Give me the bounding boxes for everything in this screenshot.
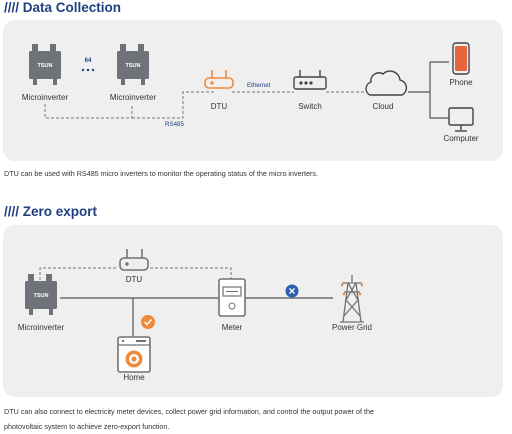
label-switch: Switch <box>298 102 322 111</box>
ellipsis-dots <box>81 68 95 72</box>
zero-export-caption-line-2: photovoltaic system to achieve zero-expo… <box>4 422 170 431</box>
label-ethernet: Ethernet <box>247 82 271 89</box>
label-meter: Meter <box>221 323 243 332</box>
home-appliance-icon <box>117 336 151 373</box>
power-grid-tower-icon <box>340 275 364 323</box>
meter-icon <box>218 278 246 317</box>
cloud-distribution-lines <box>408 61 449 119</box>
inverter-brand-text: TSUN <box>34 293 49 299</box>
data-collection-caption: DTU can be used with RS485 micro inverte… <box>4 169 318 178</box>
dtu-icon <box>119 249 149 271</box>
section-title-data-collection: //// Data Collection <box>4 0 121 15</box>
microinverter-icon <box>25 274 57 315</box>
power-line-markers <box>340 283 364 296</box>
label-computer: Computer <box>443 134 479 143</box>
inverter-brand-text: TSUN <box>38 63 53 69</box>
zero-export-panel <box>3 225 503 397</box>
label-cloud: Cloud <box>372 102 394 111</box>
dtu-icon <box>204 70 234 89</box>
data-collection-panel <box>3 20 503 161</box>
power-lines <box>60 297 333 337</box>
label-home: Home <box>123 373 145 382</box>
microinverter-icon <box>29 44 61 85</box>
label-rs485: RS485 <box>165 121 184 128</box>
zero-export-caption-line-1: DTU can also connect to electricity mete… <box>4 407 374 416</box>
switch-icon <box>293 70 327 90</box>
label-microinverter-1: Microinverter <box>21 93 69 102</box>
data-collection-diagram: TSUN TSUN 64 <box>29 42 474 132</box>
section-title-text: Zero export <box>22 204 98 219</box>
section-prefix: //// <box>4 0 20 15</box>
section-title-text: Data Collection <box>22 0 122 15</box>
computer-icon <box>448 107 474 132</box>
label-microinverter-2: Microinverter <box>109 93 157 102</box>
phone-icon <box>452 42 470 75</box>
cross-icon <box>285 284 299 298</box>
label-phone: Phone <box>449 78 473 87</box>
zero-export-caption: DTU can also connect to electricity mete… <box>4 404 509 434</box>
inverter-brand-text: TSUN <box>126 63 141 69</box>
zero-export-diagram: TSUN <box>25 249 364 373</box>
microinverter-icon <box>117 44 149 85</box>
label-dtu: DTU <box>125 275 143 284</box>
label-microinverter: Microinverter <box>17 323 65 332</box>
connection-lines <box>44 91 366 119</box>
cloud-icon <box>365 70 408 96</box>
section-title-zero-export: //// Zero export <box>4 204 97 219</box>
dtu-connection-lines <box>39 267 232 280</box>
section-prefix: //// <box>4 204 20 219</box>
label-dtu: DTU <box>210 102 228 111</box>
check-icon <box>141 315 155 329</box>
label-power-grid: Power Grid <box>331 323 372 332</box>
inverter-count: 64 <box>85 58 92 64</box>
